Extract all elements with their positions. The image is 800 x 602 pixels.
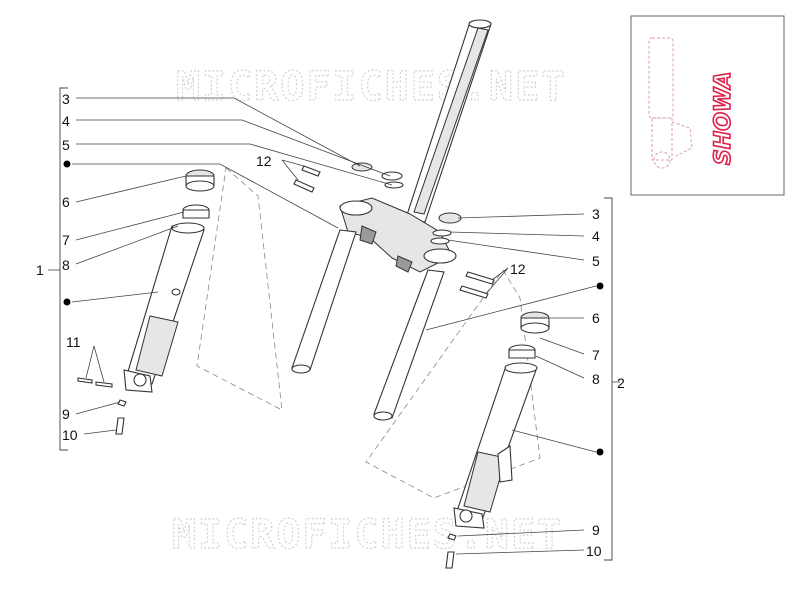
stem-seals-left [351,162,404,189]
bullet-left-lower [63,298,71,306]
guide-left [196,167,283,411]
callout-left-11: 11 [66,334,81,350]
callout-left-9: 9 [62,406,70,422]
leaders-right [425,197,620,561]
callout-right-9: 9 [592,522,600,538]
callout-right-12: 12 [510,261,526,277]
fork-leg-left [123,169,215,393]
watermark-top: MICROFICHES.NET [176,64,567,110]
inset-box: SHOWA [630,15,785,196]
callout-right-4: 4 [592,228,600,244]
callout-left-8: 8 [62,257,70,273]
callout-left-5: 5 [62,137,70,153]
leaders-left [48,87,393,451]
callout-right-6: 6 [592,310,600,326]
stem-seals-right [430,212,462,245]
fork-leg-right [453,311,550,529]
callout-left-4: 4 [62,113,70,129]
callout-left-10: 10 [62,427,78,443]
callout-left-1: 1 [36,262,44,278]
bolts-12-lower [459,271,495,299]
bullet-left-upper [63,160,71,168]
steering-stem [405,19,492,223]
callout-right-2: 2 [617,375,625,391]
callout-left-12: 12 [256,153,272,169]
bolts-12-upper [293,165,321,193]
bullet-right-upper [596,282,604,290]
callout-right-3: 3 [592,206,600,222]
triple-clamp [339,197,457,273]
callout-left-3: 3 [62,91,70,107]
inset-brand-logo: SHOWA [711,72,736,165]
callout-left-7: 7 [62,232,70,248]
callout-right-7: 7 [592,347,600,363]
callout-right-10: 10 [586,543,602,559]
small-parts-left [77,377,127,435]
callout-right-8: 8 [592,371,600,387]
bullet-right-lower [596,448,604,456]
fork-tubes [291,229,445,421]
small-parts-right [445,533,457,569]
callout-right-5: 5 [592,253,600,269]
watermark-bottom: MICROFICHES.NET [172,512,563,558]
callout-left-6: 6 [62,194,70,210]
